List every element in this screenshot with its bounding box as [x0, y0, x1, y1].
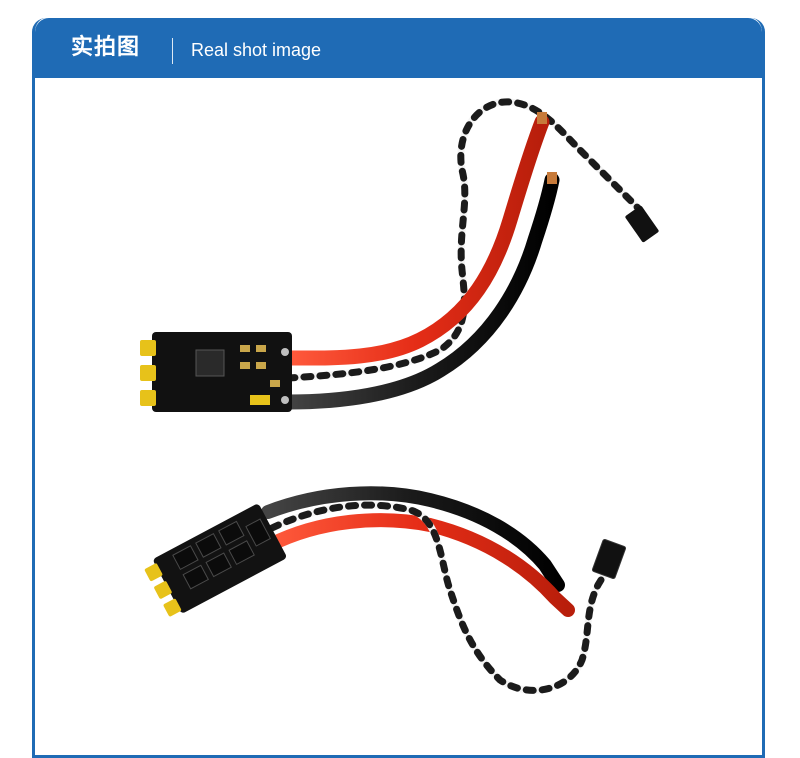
wire-tip-red — [537, 112, 547, 124]
motor-pad-3 — [163, 598, 182, 617]
component — [270, 380, 280, 387]
motor-pad-2 — [140, 365, 156, 381]
mosfet — [218, 520, 245, 546]
motor-pad-1 — [140, 340, 156, 356]
mcu-chip — [195, 349, 225, 377]
power-wire-top-black — [280, 172, 560, 410]
esc-bottom — [144, 486, 627, 694]
signal-wire-top-white — [284, 98, 654, 382]
signal-wire-bottom-black — [268, 501, 614, 694]
mosfet — [182, 564, 210, 590]
mosfet — [172, 545, 199, 571]
mosfet — [195, 532, 222, 558]
component — [256, 345, 266, 352]
header-divider — [172, 38, 173, 64]
solder-point — [281, 348, 289, 356]
power-wire-bottom-black — [261, 486, 565, 592]
power-wire-bottom-red — [263, 513, 575, 617]
component — [240, 362, 250, 369]
signal-wire-top-black — [284, 98, 654, 382]
motor-pad-1 — [144, 563, 163, 582]
card-header: 实拍图 Real shot image — [35, 18, 762, 78]
wire-tip-black — [547, 172, 557, 184]
motor-pad-3 — [140, 390, 156, 406]
component — [250, 395, 270, 405]
component — [240, 345, 250, 352]
motor-pad-2 — [154, 581, 172, 599]
solder-point — [281, 396, 289, 404]
esc-top — [140, 98, 659, 412]
mosfet — [205, 552, 232, 578]
header-title-cn: 实拍图 — [71, 35, 141, 60]
mosfet — [228, 540, 255, 566]
servo-connector-top — [625, 205, 659, 243]
component — [256, 362, 266, 369]
servo-connector-bottom — [591, 538, 627, 580]
mosfet — [245, 518, 272, 547]
header-title-en: Real shot image — [191, 40, 322, 60]
power-wire-top-red — [280, 114, 550, 366]
